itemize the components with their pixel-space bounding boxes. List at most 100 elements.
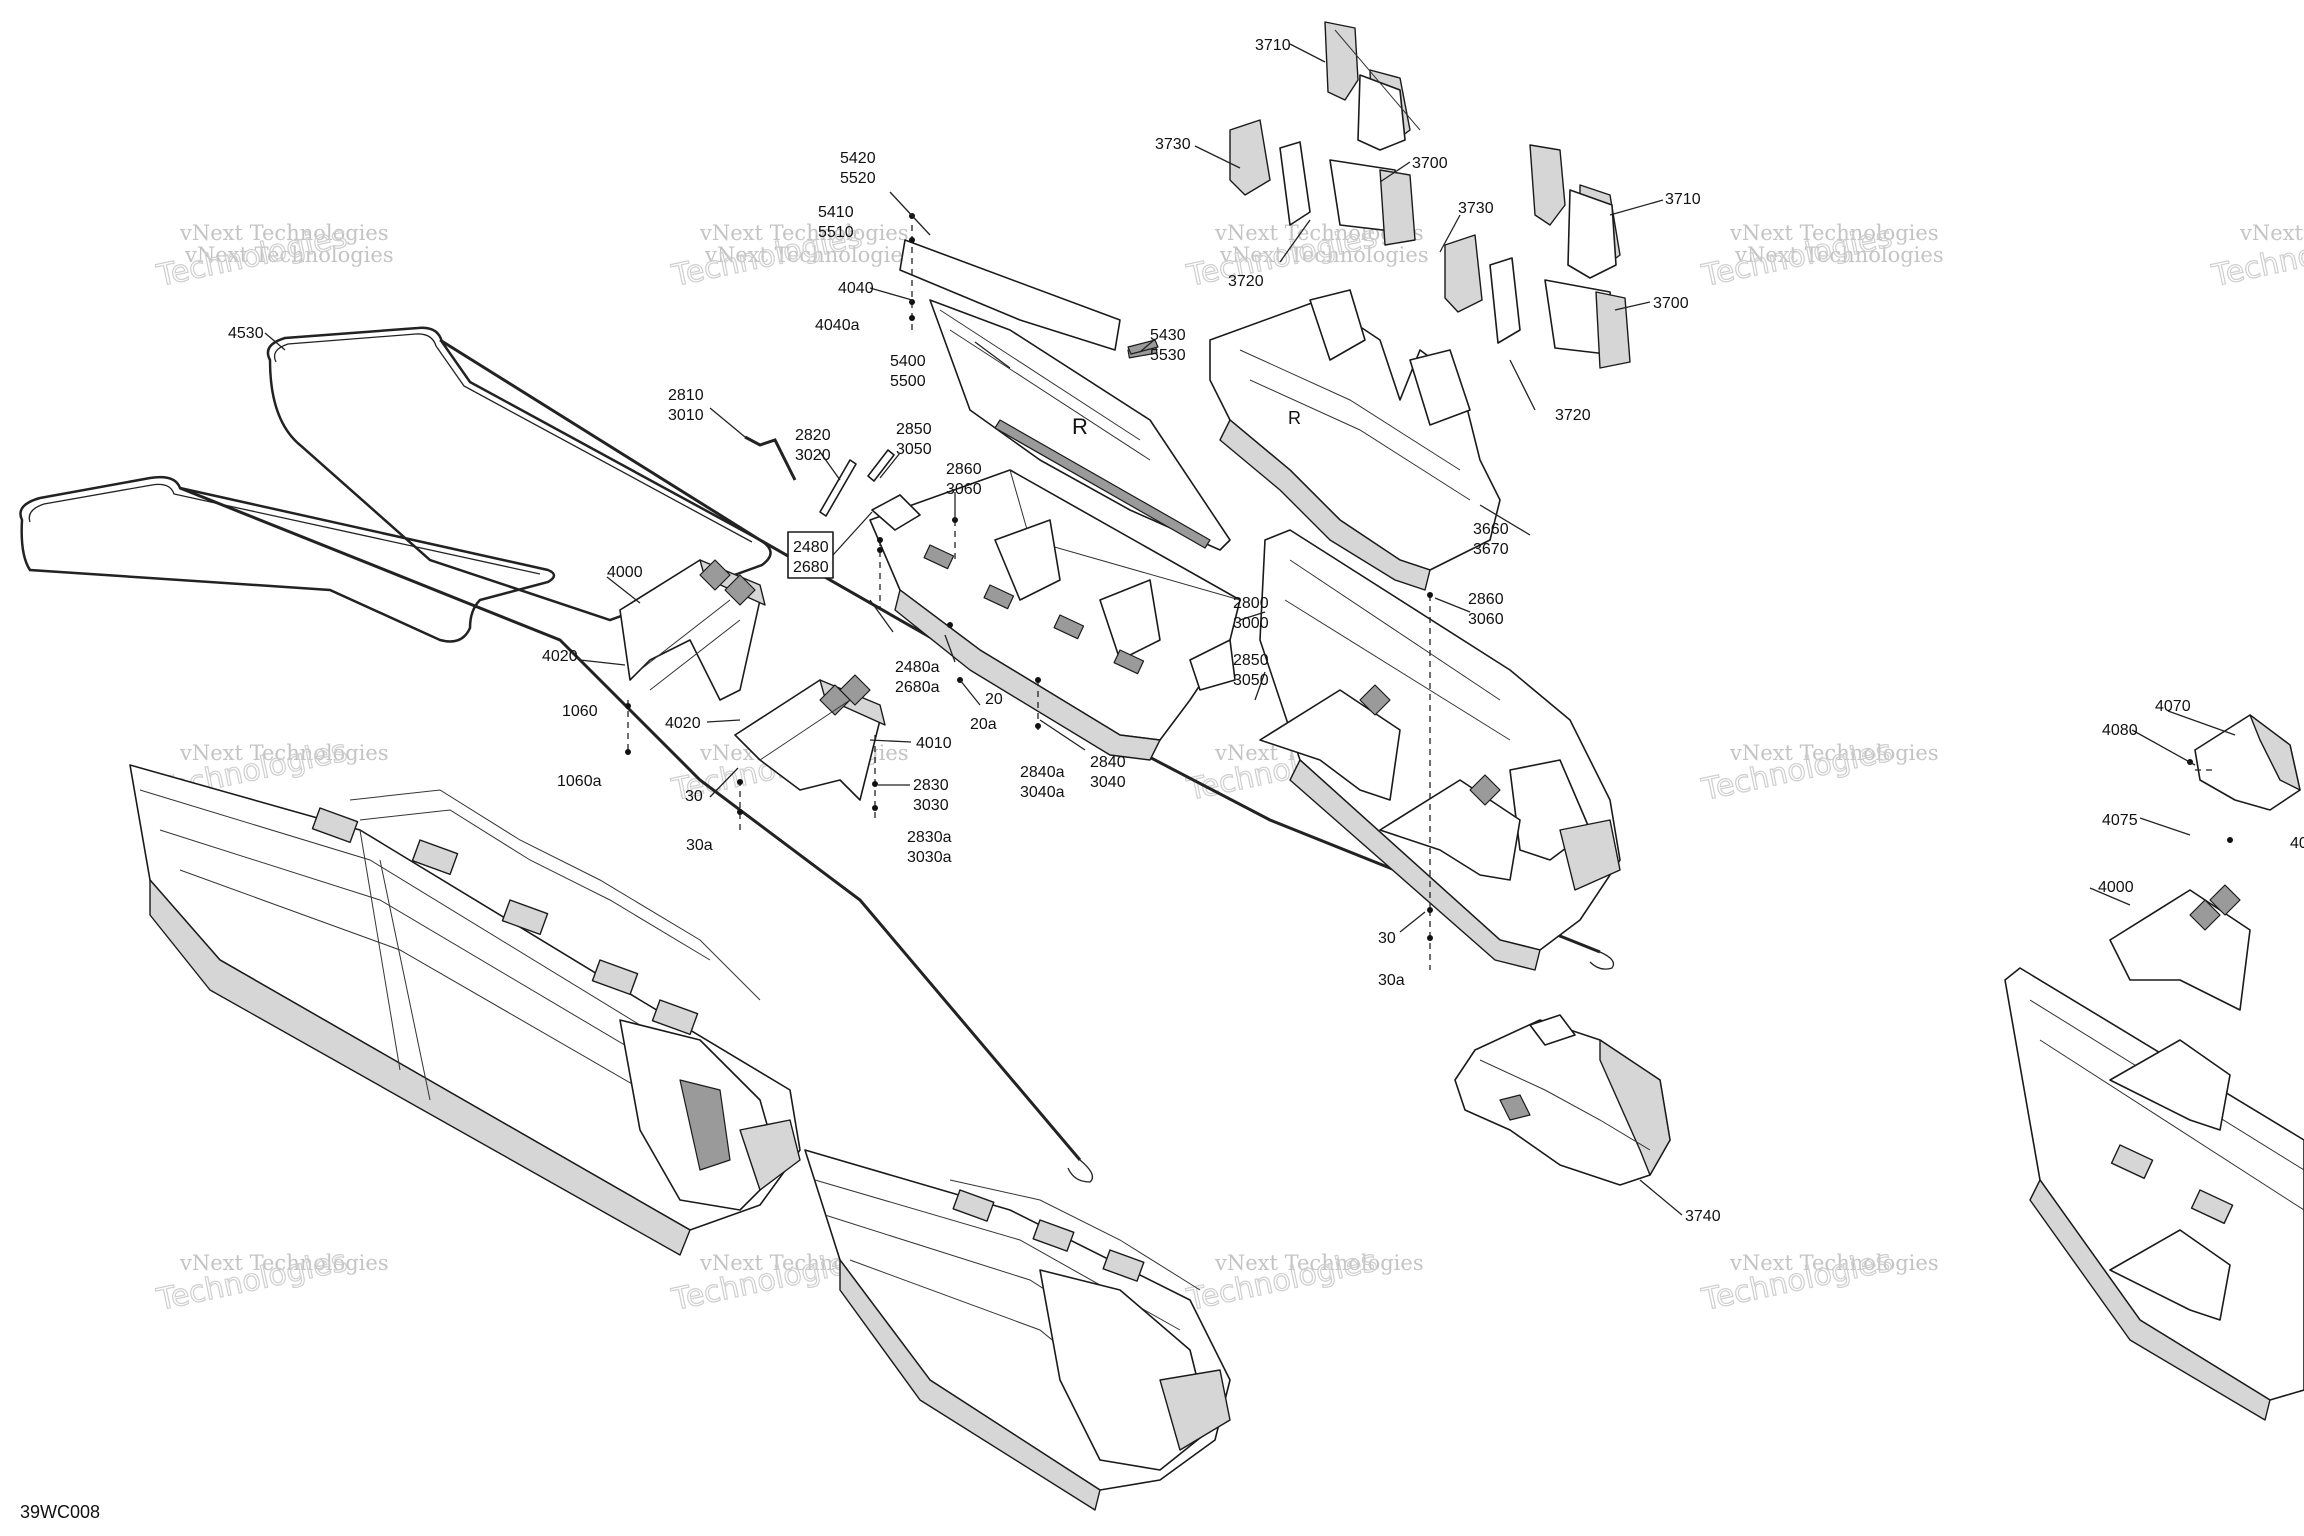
seat-frame-right xyxy=(1259,529,1621,971)
part-label: 5410 xyxy=(818,204,854,221)
part-label: 1060a xyxy=(557,773,602,790)
part-label: 2830a xyxy=(907,829,952,846)
bracket-4070 xyxy=(2194,714,2301,811)
watermark: vNext Technologies Technologies xyxy=(1698,733,1939,809)
part-label: 2830 xyxy=(913,777,949,794)
cable-lower xyxy=(179,486,1094,1183)
svg-text:vNext Technologies: vNext Technologies xyxy=(2239,221,2304,245)
part-label: 2850 xyxy=(1233,652,1269,669)
seat-tub-3660: R xyxy=(1209,289,1501,591)
svg-text:vNext Technologies: vNext Technologies xyxy=(1734,243,1944,267)
part-label: 30 xyxy=(685,788,703,805)
rod-2850 xyxy=(867,449,895,482)
seat-bracket-right-b xyxy=(1379,774,1521,881)
seat-cavity-middle xyxy=(869,469,1241,761)
part-label: 30a xyxy=(1378,972,1405,989)
part-label: 5520 xyxy=(840,170,876,187)
part-label: 4530 xyxy=(228,325,264,342)
svg-text:vNext Technologies: vNext Technologies xyxy=(184,243,394,267)
watermark: vNext Technologies Technologies xyxy=(1698,1243,1939,1319)
svg-text:vNext Technologies: vNext Technologies xyxy=(704,243,914,267)
part-label: 3710 xyxy=(1255,37,1291,54)
part-label: 3060 xyxy=(1468,611,1504,628)
part-label: 4080 xyxy=(2102,722,2138,739)
part-label: 4020 xyxy=(542,648,578,665)
part-label: 3030 xyxy=(913,797,949,814)
part-label: 4000 xyxy=(2098,879,2134,896)
part-label: 3040a xyxy=(1020,784,1065,801)
svg-text:vNext Technologies: vNext Technologies xyxy=(1219,243,1429,267)
part-label: 3730 xyxy=(1458,200,1494,217)
svg-text:vNext Technologies: vNext Technologies xyxy=(1729,1251,1939,1275)
seat-back-panel: R xyxy=(899,239,1231,551)
part-label: 3020 xyxy=(795,447,831,464)
watermark: vNext Technologies Technologies xyxy=(1183,1243,1424,1319)
part-label: 1060 xyxy=(562,703,598,720)
part-label: 2680 xyxy=(793,559,829,576)
part-label: 3050 xyxy=(1233,672,1269,689)
seat-base-assembly-left xyxy=(129,764,801,1256)
clip-2480 xyxy=(871,494,921,531)
part-label: 5420 xyxy=(840,150,876,167)
callout-box xyxy=(787,531,834,579)
fuel-tank-3740 xyxy=(1454,1014,1671,1186)
bracket-4000-right xyxy=(2109,884,2251,1011)
part-label: 3040 xyxy=(1090,774,1126,791)
svg-text:R: R xyxy=(1288,408,1301,428)
part-label: 4000 xyxy=(607,564,643,581)
part-label: 3660 xyxy=(1473,521,1509,538)
part-label: 2850 xyxy=(896,421,932,438)
part-label: 2840 xyxy=(1090,754,1126,771)
part-label: 2810 xyxy=(668,387,704,404)
part-label: 3730 xyxy=(1155,136,1191,153)
svg-text:vNext Technologies: vNext Technologies xyxy=(699,221,909,245)
part-label: 5400 xyxy=(890,353,926,370)
part-label: 2680a xyxy=(895,679,940,696)
watermark: vNext Technologies vNext Technologies Te… xyxy=(153,219,394,295)
part-label: 3000 xyxy=(1233,615,1269,632)
part-label: 5510 xyxy=(818,224,854,241)
part-label: 5500 xyxy=(890,373,926,390)
seat-bracket-4010 xyxy=(734,674,886,801)
part-label: 4020 xyxy=(665,715,701,732)
part-label: 30 xyxy=(1378,930,1396,947)
seat-bracket-right-a xyxy=(1259,684,1401,801)
part-label: 2480a xyxy=(895,659,940,676)
seal-loop-lower xyxy=(19,475,556,643)
part-label: 2480 xyxy=(793,539,829,556)
svg-text:vNext Technologies: vNext Technologies xyxy=(179,221,389,245)
part-label: 4075 xyxy=(2102,812,2138,829)
part-label: 3060 xyxy=(946,481,982,498)
part-label: 2860 xyxy=(1468,591,1504,608)
part-label: 3710 xyxy=(1665,191,1701,208)
watermark: vNext Technologies Technologies xyxy=(2208,219,2304,295)
seat-bracket-4000 xyxy=(619,559,766,701)
part-label: 2860 xyxy=(946,461,982,478)
part-label: 2840a xyxy=(1020,764,1065,781)
right-partial-assembly xyxy=(2004,967,2304,1421)
part-label: 40 xyxy=(2290,835,2304,852)
part-label: 5430 xyxy=(1150,327,1186,344)
part-label: 3010 xyxy=(668,407,704,424)
part-label: 3030a xyxy=(907,849,952,866)
part-label: 2800 xyxy=(1233,595,1269,612)
part-label: 3740 xyxy=(1685,1208,1721,1225)
part-label: 2820 xyxy=(795,427,831,444)
part-label: 4070 xyxy=(2155,698,2191,715)
svg-text:vNext Technologies: vNext Technologies xyxy=(179,741,389,765)
part-label: 4040 xyxy=(838,280,874,297)
cushion-set-lower xyxy=(1444,144,1631,369)
watermark: vNext Technologies vNext Technologies Te… xyxy=(668,219,914,295)
seat-base-clips xyxy=(311,789,761,1036)
part-label: 3720 xyxy=(1228,273,1264,290)
rod-2810 xyxy=(744,435,797,481)
seat-base-assembly-middle xyxy=(804,1149,1231,1511)
cushion-set-upper xyxy=(1229,21,1421,246)
svg-text:vNext Technologies: vNext Technologies xyxy=(179,1251,389,1275)
part-label: 20a xyxy=(970,716,997,733)
part-label: 3700 xyxy=(1412,155,1448,172)
svg-text:R: R xyxy=(1072,414,1088,439)
watermark: vNext Technologies vNext Technologies Te… xyxy=(1698,219,1944,295)
part-label: 5530 xyxy=(1150,347,1186,364)
